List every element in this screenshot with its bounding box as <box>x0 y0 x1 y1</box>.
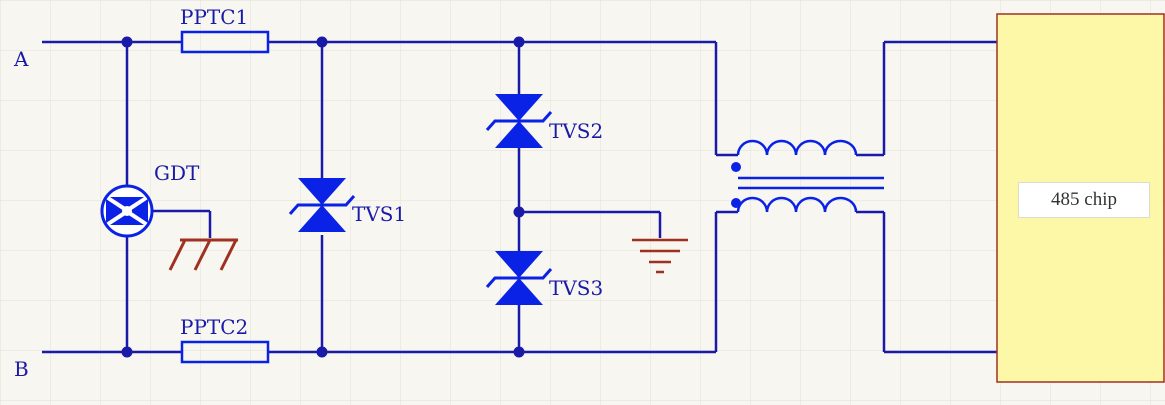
terminal-a-label: A <box>13 47 29 71</box>
chip-label: 485 chip <box>1018 182 1150 218</box>
gdt-symbol <box>100 184 154 238</box>
chassis-ground-icon <box>168 238 238 271</box>
pptc1-symbol <box>180 30 270 54</box>
tvs1-symbol <box>288 178 356 232</box>
pptc1-label: PPTC1 <box>180 5 248 29</box>
tvs2-symbol <box>485 94 553 148</box>
transformer-symbol <box>731 139 884 213</box>
junction-dots <box>121 36 525 358</box>
terminal-b-label: B <box>14 357 29 381</box>
tvs2-label: TVS2 <box>549 119 603 143</box>
pptc2-symbol <box>180 340 270 364</box>
wires <box>42 40 997 354</box>
tvs3-symbol <box>485 251 553 305</box>
tvs1-label: TVS1 <box>352 202 406 226</box>
gdt-label: GDT <box>154 161 200 185</box>
pptc2-label: PPTC2 <box>180 315 248 339</box>
tvs3-label: TVS3 <box>549 276 603 300</box>
ground-icon <box>632 238 688 274</box>
